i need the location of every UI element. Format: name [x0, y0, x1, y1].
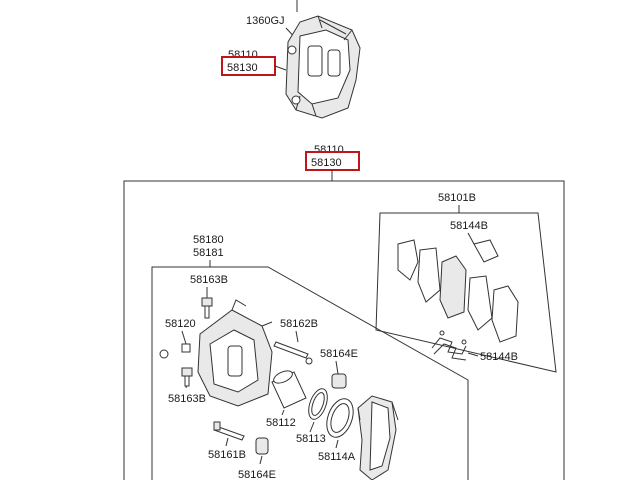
- label-58180[interactable]: 58180: [193, 234, 224, 246]
- label-58110-mid[interactable]: 58110: [314, 144, 344, 156]
- label-58112[interactable]: 58112: [266, 417, 296, 429]
- label-58120[interactable]: 58120: [165, 318, 196, 330]
- label-58130-top[interactable]: 58130: [227, 62, 258, 74]
- label-58163B-top[interactable]: 58163B: [190, 274, 228, 286]
- label-58110-top[interactable]: 58110: [228, 49, 258, 61]
- caliper-body-kit: 58180 58181 58163B 58120 58162B 58164E: [151, 234, 469, 480]
- label-58162B[interactable]: 58162B: [280, 318, 318, 330]
- seal-58113: [308, 388, 328, 420]
- boot-58164E-right: [331, 373, 347, 389]
- guide-pin-58162B: [273, 341, 313, 365]
- label-58114A[interactable]: 58114A: [318, 451, 356, 463]
- boot-58164E-bottom: [255, 437, 269, 455]
- bolt-58163B-bottom: [181, 367, 193, 387]
- label-58144B-top[interactable]: 58144B: [450, 220, 488, 232]
- label-58161B[interactable]: 58161B: [208, 449, 246, 461]
- outer-kit-frame: [123, 180, 565, 480]
- bolt-58163B-top: [201, 297, 213, 319]
- boot-58114A: [326, 398, 354, 438]
- pin-bolt-58161B: [213, 421, 245, 441]
- pad-kit-panel: 58101B 58144B 58144B: [375, 192, 557, 373]
- label-1360GJ[interactable]: 1360GJ: [246, 15, 285, 27]
- label-58144B-bottom[interactable]: 58144B: [480, 351, 518, 363]
- label-58101B[interactable]: 58101B: [438, 192, 476, 204]
- caliper-assembly-drawing: [285, 15, 361, 119]
- pad-kit-frame: [375, 212, 557, 373]
- piston-58112: [271, 370, 307, 409]
- caliper-housing-drawing: [197, 299, 273, 407]
- label-58164E-right[interactable]: 58164E: [320, 348, 358, 360]
- label-58130-mid[interactable]: 58130: [311, 157, 342, 169]
- label-58181[interactable]: 58181: [193, 247, 224, 259]
- label-58113[interactable]: 58113: [296, 433, 326, 445]
- label-58164E-bottom[interactable]: 58164E: [238, 469, 276, 480]
- bleeder-58120: [159, 343, 191, 359]
- label-58163B-bottom[interactable]: 58163B: [168, 393, 206, 405]
- caliper-kit-frame: [151, 266, 469, 480]
- caliper-bracket-drawing: [357, 395, 399, 480]
- top-caliper-assembly: 1360GJ 58110 58130: [221, 0, 361, 119]
- pad-clips-drawing: [431, 330, 467, 361]
- brake-pads-drawing: [397, 239, 519, 343]
- caliper-kit-header: 58110 58130: [305, 144, 360, 181]
